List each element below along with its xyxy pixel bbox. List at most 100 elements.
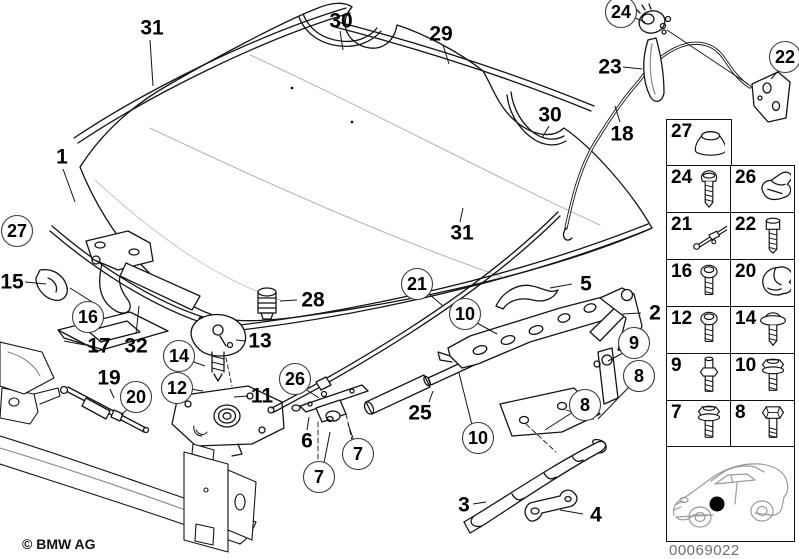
svg-text:13: 13 xyxy=(248,330,271,353)
callout-30[interactable]: 30 xyxy=(329,10,353,51)
parts-table-cell-16[interactable]: 16 xyxy=(667,260,731,306)
callout-7[interactable]: 7 xyxy=(302,431,336,494)
callout-18[interactable]: 18 xyxy=(610,105,634,146)
lever-4 xyxy=(524,489,578,522)
bracket-3 xyxy=(463,438,607,534)
callout-22[interactable]: 22 xyxy=(768,40,799,80)
svg-text:10: 10 xyxy=(455,304,475,324)
callout-21[interactable]: 21 xyxy=(400,267,444,307)
callout-6[interactable]: 6 xyxy=(301,416,313,453)
buffer-28 xyxy=(257,287,277,320)
svg-text:17: 17 xyxy=(87,335,110,358)
svg-text:1: 1 xyxy=(56,146,68,169)
part-number: 14 xyxy=(735,308,757,329)
svg-text:31: 31 xyxy=(450,222,474,245)
parts-table-cell-26[interactable]: 26 xyxy=(731,166,794,212)
callout-14[interactable]: 14 xyxy=(162,339,206,373)
svg-text:30: 30 xyxy=(329,10,352,33)
hook-lever-5 xyxy=(495,284,559,310)
parts-table-cell-21[interactable]: 21 xyxy=(667,213,731,259)
svg-text:12: 12 xyxy=(167,378,187,398)
callout-25[interactable]: 25 xyxy=(408,390,434,425)
callout-9[interactable]: 9 xyxy=(607,326,651,362)
svg-text:8: 8 xyxy=(580,395,590,415)
parts-table-cell-12[interactable]: 12 xyxy=(667,307,731,353)
callout-12[interactable]: 12 xyxy=(160,371,204,405)
part-number: 22 xyxy=(735,214,757,235)
callout-8[interactable]: 8 xyxy=(597,359,656,420)
rod-holder-6 xyxy=(299,384,369,463)
spring-clip-icon xyxy=(761,171,791,201)
callout-13[interactable]: 13 xyxy=(235,330,272,353)
svg-text:18: 18 xyxy=(610,123,634,146)
parts-table-cell-7[interactable]: 7 xyxy=(667,401,731,447)
svg-text:25: 25 xyxy=(408,402,432,425)
svg-text:26: 26 xyxy=(285,369,305,389)
callout-29[interactable]: 29 xyxy=(429,23,453,65)
parts-table-cell-10[interactable]: 10 xyxy=(731,354,794,400)
hex-bolt-icon xyxy=(761,406,785,438)
svg-text:11: 11 xyxy=(251,385,274,408)
hood-seal-30-left xyxy=(298,13,382,48)
svg-text:5: 5 xyxy=(580,273,592,296)
callout-10[interactable]: 10 xyxy=(448,297,498,335)
svg-text:23: 23 xyxy=(598,56,621,79)
callout-2[interactable]: 2 xyxy=(621,302,661,325)
svg-text:21: 21 xyxy=(407,274,427,294)
parts-table-cell-22[interactable]: 22 xyxy=(731,213,794,259)
hood-seal-30-right xyxy=(506,91,567,146)
parts-table-cell-9[interactable]: 9 xyxy=(667,354,731,400)
callout-24[interactable]: 24 xyxy=(604,0,646,29)
parts-table-cell-27[interactable]: 27 xyxy=(666,119,732,167)
callout-20[interactable]: 20 xyxy=(119,380,153,416)
hood-lock-11 xyxy=(171,385,301,457)
lock-cylinder-plate-13 xyxy=(190,313,247,387)
callout-5[interactable]: 5 xyxy=(549,273,592,296)
part-number: 12 xyxy=(671,308,693,329)
svg-text:8: 8 xyxy=(634,366,644,386)
svg-text:20: 20 xyxy=(126,387,146,407)
svg-text:16: 16 xyxy=(78,307,98,327)
parts-table-cell-24[interactable]: 24 xyxy=(667,166,731,212)
svg-text:28: 28 xyxy=(301,289,325,312)
part-number: 7 xyxy=(671,402,682,423)
parts-table-cell-14[interactable]: 14 xyxy=(731,307,794,353)
callout-19[interactable]: 19 xyxy=(97,367,121,399)
callout-7[interactable]: 7 xyxy=(341,423,375,471)
callout-31[interactable]: 31 xyxy=(140,17,164,87)
callout-30[interactable]: 30 xyxy=(538,104,562,139)
washer-screw-icon xyxy=(760,312,786,346)
callout-32[interactable]: 32 xyxy=(124,305,148,358)
parts-table-cell-8[interactable]: 8 xyxy=(731,401,794,447)
callout-17[interactable]: 17 xyxy=(63,335,111,358)
svg-text:31: 31 xyxy=(140,17,164,40)
callout-16[interactable]: 16 xyxy=(69,287,105,334)
hood-panel xyxy=(79,2,653,322)
callout-26[interactable]: 26 xyxy=(278,362,320,399)
svg-text:7: 7 xyxy=(353,444,363,464)
callout-1[interactable]: 1 xyxy=(56,146,76,203)
callout-3[interactable]: 3 xyxy=(458,494,487,517)
part-number: 26 xyxy=(735,167,757,188)
callout-23[interactable]: 23 xyxy=(598,56,643,79)
callout-11[interactable]: 11 xyxy=(233,385,274,408)
callout-31[interactable]: 31 xyxy=(450,207,474,245)
flange-bolt-icon xyxy=(761,358,785,391)
round-bolt-icon xyxy=(700,311,718,343)
callout-8[interactable]: 8 xyxy=(544,388,602,431)
hood-seal-31-upper xyxy=(73,7,351,144)
callout-28[interactable]: 28 xyxy=(279,289,325,312)
svg-text:29: 29 xyxy=(429,23,452,46)
svg-text:9: 9 xyxy=(629,333,639,353)
part-number: 8 xyxy=(735,402,746,423)
callout-10[interactable]: 10 xyxy=(458,372,495,455)
svg-text:30: 30 xyxy=(538,104,561,127)
car-icon xyxy=(672,463,789,528)
callout-4[interactable]: 4 xyxy=(559,504,602,527)
parts-table-cell-20[interactable]: 20 xyxy=(731,260,794,306)
callout-27[interactable]: 27 xyxy=(0,214,34,248)
callout-15[interactable]: 15 xyxy=(0,271,47,294)
